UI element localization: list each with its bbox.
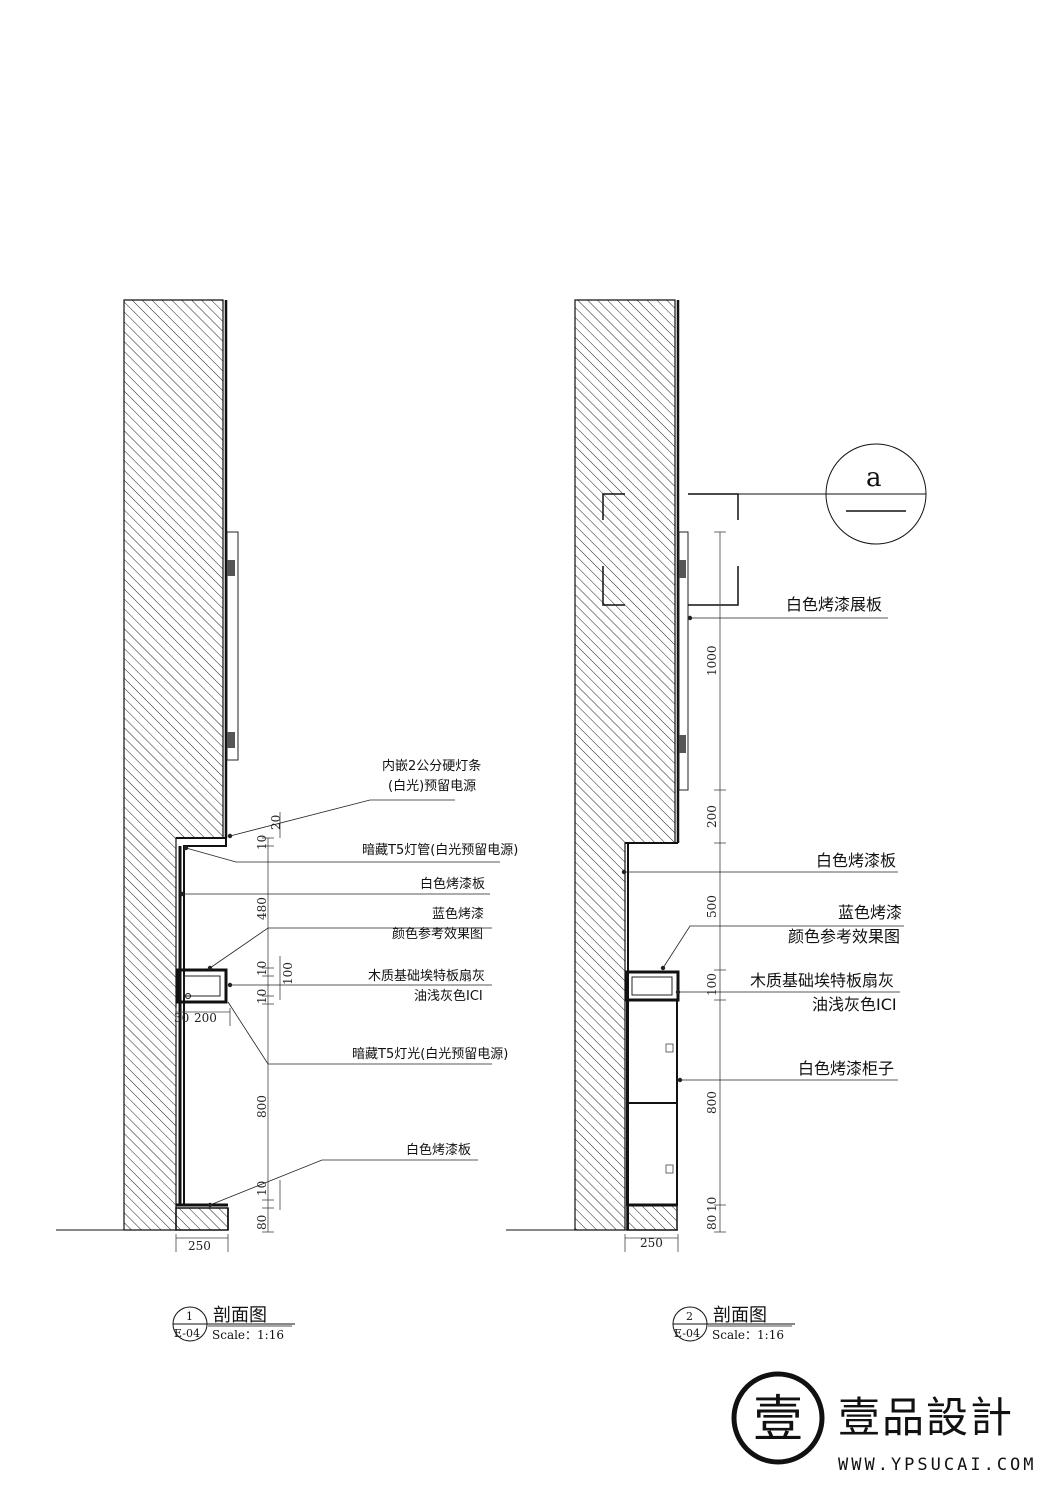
dim-200-2: 200 — [705, 805, 719, 828]
label-led-strip-power: (白光)预留电源 — [388, 778, 476, 794]
dim-10-2: 10 — [705, 1197, 719, 1212]
display-panel-2 — [678, 531, 689, 791]
scale-2: Scale：1:16 — [712, 1328, 784, 1342]
light-box-1 — [176, 968, 228, 1004]
section-1: 20 10 480 10 100 10 800 10 80 30 200 250 — [56, 299, 518, 1342]
dim-30: 30 — [174, 1011, 189, 1025]
dim-100-2: 100 — [705, 973, 719, 996]
brand-seal-icon — [731, 1371, 825, 1465]
light-box-2 — [625, 970, 680, 1002]
dim-480: 480 — [255, 897, 269, 920]
label-white-panel-2: 白色烤漆板 — [406, 1142, 471, 1158]
scale-1: Scale：1:16 — [212, 1328, 284, 1342]
label-wood-base-color: 油浅灰色ICI — [414, 988, 483, 1004]
brand-logo: 壹 壹品設計 WWW.YPSUCAI.COM — [731, 1371, 1037, 1475]
dim-80-2: 80 — [705, 1215, 719, 1230]
label-wood-base-color-2: 油浅灰色ICI — [812, 995, 897, 1014]
label-led-strip: 内嵌2公分硬灯条 — [382, 758, 481, 774]
display-panel-1 — [226, 531, 239, 761]
label-t5-tube: 暗藏T5灯管(白光预留电源) — [362, 842, 518, 858]
dim-100: 100 — [281, 962, 295, 985]
label-white-panel-3: 白色烤漆板 — [816, 851, 896, 870]
section-2: a 1000 200 500 100 800 10 80 — [506, 299, 927, 1342]
dim-800-2: 800 — [705, 1091, 719, 1114]
sheet-ref-2: E-04 — [674, 1327, 700, 1340]
label-t5-light: 暗藏T5灯光(白光预留电源) — [352, 1046, 508, 1062]
wall-hatch-1 — [123, 299, 224, 1231]
label-blue-lacquer-ref: 颜色参考效果图 — [392, 926, 483, 942]
label-blue-lacquer: 蓝色烤漆 — [432, 906, 484, 922]
label-blue-lacquer-ref-2: 颜色参考效果图 — [788, 927, 900, 946]
label-display-board: 白色烤漆展板 — [786, 595, 882, 614]
brand-url: WWW.YPSUCAI.COM — [838, 1455, 1037, 1475]
dim-800: 800 — [255, 1095, 269, 1118]
dim-10b: 10 — [255, 961, 269, 976]
dim-250-2: 250 — [640, 1236, 663, 1250]
detail-letter: a — [866, 463, 882, 493]
dim-250: 250 — [188, 1239, 211, 1253]
sheet-ref-1: E-04 — [174, 1327, 200, 1340]
brand-name: 壹品設計 — [838, 1393, 1014, 1442]
dim-10a: 10 — [255, 835, 269, 850]
dim-20: 20 — [269, 815, 283, 830]
dim-10c: 10 — [255, 989, 269, 1004]
dim-500: 500 — [705, 895, 719, 918]
brand-seal-char: 壹 — [753, 1390, 803, 1448]
section-number-1: 1 — [186, 1310, 193, 1323]
label-blue-lacquer-2: 蓝色烤漆 — [838, 903, 902, 922]
section-title-2: 剖面图 — [713, 1305, 767, 1326]
dim-80: 80 — [255, 1215, 269, 1230]
dim-1000: 1000 — [705, 645, 719, 676]
label-white-cabinet: 白色烤漆柜子 — [798, 1059, 894, 1078]
dim-200: 200 — [194, 1011, 217, 1025]
section-number-2: 2 — [686, 1310, 693, 1323]
dim-10d: 10 — [255, 1181, 269, 1196]
section-title-1: 剖面图 — [213, 1305, 267, 1326]
label-white-panel-1: 白色烤漆板 — [420, 876, 485, 892]
label-wood-base: 木质基础埃特板扇灰 — [368, 968, 485, 984]
label-wood-base-2: 木质基础埃特板扇灰 — [750, 971, 894, 990]
wall-hatch-2 — [574, 299, 676, 1231]
